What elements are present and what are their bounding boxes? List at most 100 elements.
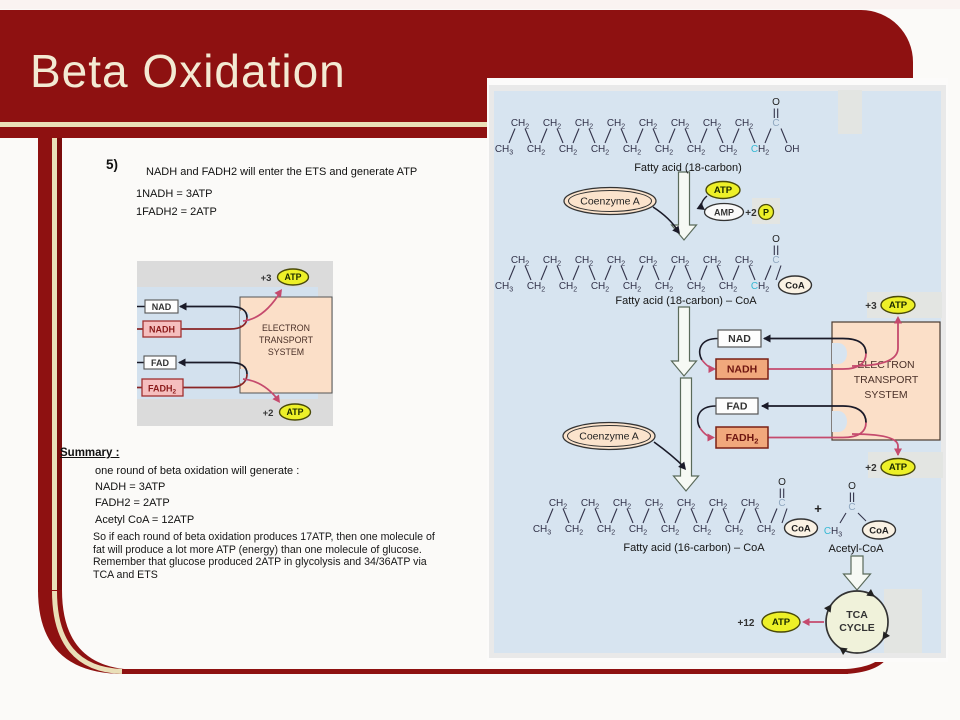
arrowhead	[179, 302, 187, 311]
figure-shape: CH	[495, 281, 509, 292]
figure-shape: 2	[765, 150, 769, 157]
figure-shape: 3	[547, 530, 551, 537]
arrowhead	[272, 394, 280, 403]
figure-shape: 2	[653, 124, 657, 131]
figure-shape: 2	[573, 287, 577, 294]
figure-shape: CH	[565, 524, 579, 535]
chain-group: CH2	[581, 498, 599, 511]
chain-group: CH2	[543, 118, 561, 131]
atp-oval	[761, 611, 801, 633]
figure-shape: 2	[675, 530, 679, 537]
figure-shape: C	[772, 118, 779, 129]
figure-shape: 2	[733, 150, 737, 157]
crop-patch	[838, 90, 862, 134]
figure-shape: CH	[607, 255, 621, 266]
chain-group: CH2	[565, 524, 583, 537]
paragraph-line: Remember that glucose produced 2ATP in g…	[93, 556, 427, 569]
figure-shape: 2	[659, 504, 663, 511]
ets-box	[831, 321, 941, 441]
figure-shape: CH	[709, 498, 723, 509]
figure-shape: 2	[621, 261, 625, 268]
chain-group: CH2	[725, 524, 743, 537]
chain-group: CH2	[655, 281, 673, 294]
coenzyme-a-oval	[563, 186, 657, 216]
chain-group: CH2	[527, 281, 545, 294]
figure-shape: 2	[691, 504, 695, 511]
figure-shape: CH	[543, 118, 557, 129]
chain-group: C	[772, 118, 779, 129]
figure-shape: CH	[511, 118, 525, 129]
figure-shape: 2	[579, 530, 583, 537]
figure-shape: 2	[749, 124, 753, 131]
figure-shape: 2	[557, 261, 561, 268]
fad-box	[715, 397, 759, 415]
figure-shape: CH	[575, 118, 589, 129]
figure-shape: 2	[669, 287, 673, 294]
figure-shape: 2	[595, 504, 599, 511]
figure-shape: CH	[591, 281, 605, 292]
coa-oval	[861, 520, 897, 540]
bond-line	[588, 128, 596, 144]
atp-label: ATP	[285, 272, 302, 282]
atp-oval	[705, 180, 741, 200]
bond-line	[839, 512, 847, 524]
figure-shape: H	[758, 144, 765, 155]
nad-label: NAD	[728, 333, 751, 345]
frame-corner-cream	[52, 590, 123, 674]
arrowhead	[678, 461, 686, 470]
figure-shape: 2	[525, 124, 529, 131]
arrowhead	[802, 618, 810, 626]
chain-group: CH2	[735, 118, 753, 131]
figure-shape: 2	[589, 124, 593, 131]
bond-line	[604, 128, 612, 144]
bond-line	[738, 508, 746, 524]
figure-shape: 2	[605, 150, 609, 157]
hollow-down-arrow	[672, 377, 700, 492]
ets-text: TRANSPORT	[259, 335, 314, 345]
frame-corner	[38, 590, 124, 674]
chain-group: CH2	[511, 118, 529, 131]
hollow-down-arrow	[842, 555, 872, 591]
arrowhead	[839, 647, 848, 655]
bond-line	[716, 265, 724, 281]
bond-line	[540, 128, 548, 144]
atp-line	[851, 433, 899, 455]
figure-shape: CH	[527, 144, 541, 155]
bond-line	[588, 265, 596, 281]
figure-shape: CH	[597, 524, 611, 535]
notes-line2: 1NADH = 3ATP	[136, 188, 213, 200]
figure-shape: CH	[559, 281, 573, 292]
arrowhead	[824, 604, 832, 613]
chain-group: CH2	[559, 144, 577, 157]
figure-shape: CH	[671, 255, 685, 266]
bond-line	[562, 508, 570, 524]
chain-group: CH2	[741, 498, 759, 511]
chain-group: CH2	[709, 498, 727, 511]
figure-shape: CH	[575, 255, 589, 266]
summary-heading: Summary :	[60, 447, 120, 459]
fad-fadh2-curve	[696, 405, 717, 429]
bond-line	[524, 265, 532, 281]
summary-item: one round of beta oxidation will generat…	[95, 465, 300, 477]
chain-group: CH2	[527, 144, 545, 157]
figure-shape: CH	[543, 255, 557, 266]
figure-shape: CH	[495, 144, 509, 155]
figure-shape: CH	[725, 524, 739, 535]
coa-label: CoA	[869, 526, 889, 537]
figure-shape: 2	[771, 530, 775, 537]
figure-shape: CH	[735, 118, 749, 129]
coenzyme-a-oval	[562, 421, 656, 451]
chain-group: CH2	[549, 498, 567, 511]
nadh-line	[181, 317, 248, 330]
acetyl-ch3: CH3	[824, 526, 842, 539]
figure-shape: CH	[687, 144, 701, 155]
notes-line3: 1FADH2 = 2ATP	[136, 206, 217, 218]
chain-group: CH2	[613, 498, 631, 511]
paragraph-line: So if each round of beta oxidation produ…	[93, 531, 435, 543]
notes-number: 5)	[106, 157, 119, 172]
figure-shape: 2	[541, 150, 545, 157]
figure-shape: H	[758, 281, 765, 292]
